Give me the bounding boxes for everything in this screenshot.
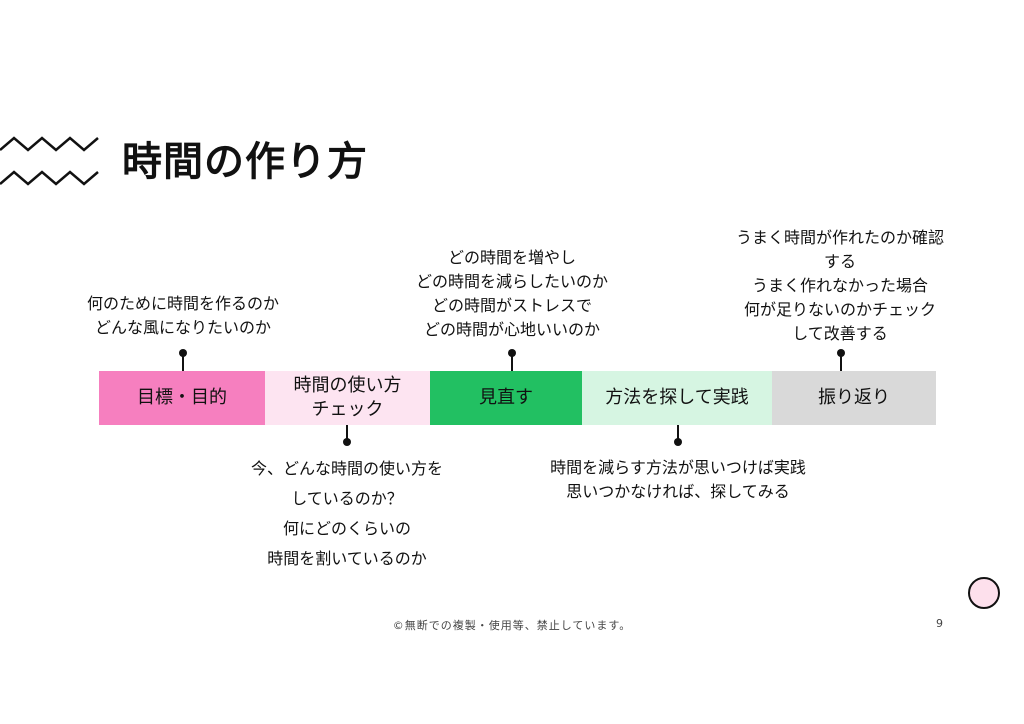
annotation-check: 今、どんな時間の使い方を しているのか？ 何にどのくらいの 時間を割いているのか xyxy=(251,454,443,574)
step-check: 時間の使い方 チェック xyxy=(265,371,430,425)
zigzag-decoration xyxy=(0,136,99,186)
step-label: 見直す xyxy=(479,387,533,408)
step-label: 方法を探して実践 xyxy=(605,387,749,408)
step-label: 目標・目的 xyxy=(137,387,227,408)
annotation-reflect: うまく時間が作れたのか確認 する うまく作れなかった場合 何が足りないのかチェッ… xyxy=(736,226,944,346)
copyright-footer: ©無断での複製・使用等、禁止しています。 xyxy=(392,619,632,632)
annotation-line: どの時間が心地いいのか xyxy=(423,320,601,339)
connector-line xyxy=(840,353,842,371)
annotation-line: 時間を減らす方法が思いつけば実践 xyxy=(550,458,806,477)
step-reflect: 振り返り xyxy=(772,371,936,425)
annotation-line: しているのか？ xyxy=(291,489,403,508)
step-goal: 目標・目的 xyxy=(99,371,265,425)
annotation-line: どんな風になりたいのか xyxy=(94,318,272,337)
connector-line xyxy=(511,353,513,371)
step-practice: 方法を探して実践 xyxy=(582,371,772,425)
connector-dot xyxy=(343,438,351,446)
page-title: 時間の作り方 xyxy=(122,139,368,185)
annotation-line: 何のために時間を作るのか xyxy=(86,294,280,313)
connector-line xyxy=(677,425,679,441)
annotation-line: 今、どんな時間の使い方を xyxy=(250,459,444,478)
annotation-line: どの時間がストレスで xyxy=(431,296,593,315)
connector-dot xyxy=(674,438,682,446)
annotation-line: どの時間を増やし xyxy=(447,248,577,267)
step-label: チェック xyxy=(311,399,384,420)
annotation-goal: 何のために時間を作るのか どんな風になりたいのか xyxy=(87,292,279,340)
page-number: 9 xyxy=(936,617,943,630)
step-label: 振り返り xyxy=(818,387,890,408)
annotation-review: どの時間を増やし どの時間を減らしたいのか どの時間がストレスで どの時間が心地… xyxy=(416,246,608,342)
annotation-line: うまく時間が作れたのか確認 xyxy=(735,228,945,247)
connector-line xyxy=(182,353,184,371)
annotation-line: する xyxy=(823,252,857,271)
annotation-line: 何にどのくらいの xyxy=(282,519,412,538)
step-label: 時間の使い方 xyxy=(293,375,402,396)
annotation-line: うまく作れなかった場合 xyxy=(751,276,929,295)
annotation-line: どの時間を減らしたいのか xyxy=(415,272,609,291)
annotation-line: 思いつかなければ、探してみる xyxy=(566,482,790,501)
annotation-line: 時間を割いているのか xyxy=(267,549,427,568)
annotation-line: 何が足りないのかチェック xyxy=(743,300,937,319)
annotation-line: して改善する xyxy=(792,324,888,343)
connector-line xyxy=(346,425,348,441)
step-review: 見直す xyxy=(430,371,582,425)
annotation-practice: 時間を減らす方法が思いつけば実践 思いつかなければ、探してみる xyxy=(550,456,806,504)
circle-decoration xyxy=(968,577,1000,609)
